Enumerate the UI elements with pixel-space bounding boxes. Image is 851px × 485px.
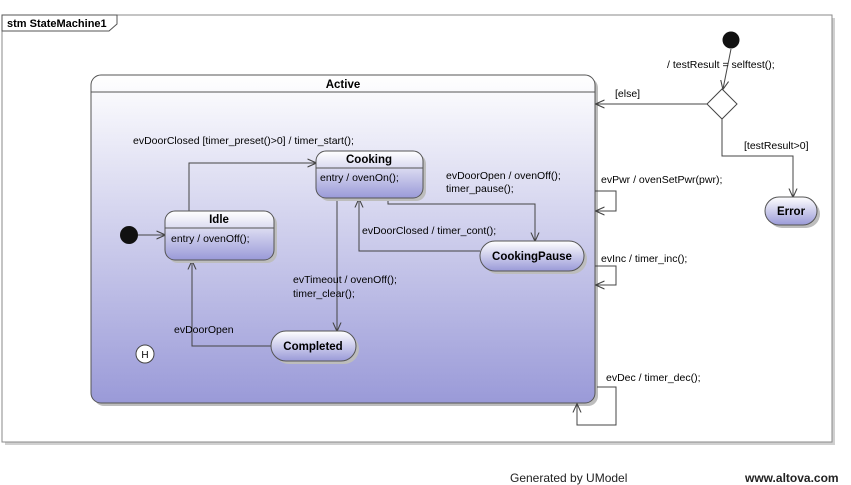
label-door-closed-start: evDoorClosed [timer_preset()>0] / timer_… — [133, 135, 354, 147]
label-else-guard: [else] — [615, 88, 640, 100]
state-cooking-activity: entry / ovenOn(); — [320, 172, 399, 184]
frame-tab — [1, 14, 118, 32]
transition-completed-to-idle — [192, 261, 271, 347]
footer-generated-by: Generated by UModel — [510, 471, 628, 485]
frame-title: stm StateMachine1 — [7, 18, 107, 30]
state-cooking-pause-name: CookingPause — [492, 251, 572, 263]
label-test-guard: [testResult>0] — [744, 140, 809, 152]
transition-self-pwr — [595, 190, 617, 211]
transition-init-to-choice — [723, 48, 732, 89]
initial-pseudostate-top — [722, 31, 740, 49]
initial-pseudostate-inner — [120, 226, 138, 244]
label-ev-inc: evInc / timer_inc(); — [601, 253, 687, 265]
state-idle-name: Idle — [209, 214, 229, 226]
state-idle-activity: entry / ovenOff(); — [171, 233, 250, 245]
transition-choice-to-error — [721, 119, 793, 197]
label-door-closed-cont: evDoorClosed / timer_cont(); — [362, 225, 496, 237]
transition-self-inc — [595, 265, 617, 285]
label-timeout-2: timer_clear(); — [293, 288, 355, 300]
state-idle[interactable]: Idle entry / ovenOff(); — [164, 210, 277, 263]
transition-pause-to-cooking — [359, 199, 480, 252]
history-label: H — [141, 350, 148, 361]
label-door-open-pause-1: evDoorOpen / ovenOff(); — [446, 170, 561, 182]
label-ev-pwr: evPwr / ovenSetPwr(pwr); — [601, 174, 722, 186]
label-door-open: evDoorOpen — [174, 324, 234, 336]
transition-self-dec — [577, 386, 617, 426]
label-timeout-1: evTimeout / ovenOff(); — [293, 274, 397, 286]
state-cooking-name: Cooking — [346, 154, 392, 166]
label-init-action: / testResult = selftest(); — [667, 59, 775, 71]
history-pseudostate[interactable]: H — [135, 344, 155, 364]
footer-website-link[interactable]: www.altova.com — [745, 471, 839, 485]
state-error-name: Error — [777, 206, 806, 218]
state-completed[interactable]: Completed — [270, 330, 359, 364]
transition-idle-to-cooking — [188, 163, 316, 211]
state-active[interactable]: Active — [90, 74, 598, 406]
state-error[interactable]: Error — [764, 196, 820, 228]
state-cooking-pause[interactable]: CookingPause — [479, 240, 587, 274]
label-ev-dec: evDec / timer_dec(); — [606, 372, 701, 384]
state-completed-name: Completed — [283, 341, 342, 353]
state-cooking[interactable]: Cooking entry / ovenOn(); — [315, 150, 426, 201]
label-door-open-pause-2: timer_pause(); — [446, 183, 514, 195]
state-active-name: Active — [326, 79, 361, 91]
